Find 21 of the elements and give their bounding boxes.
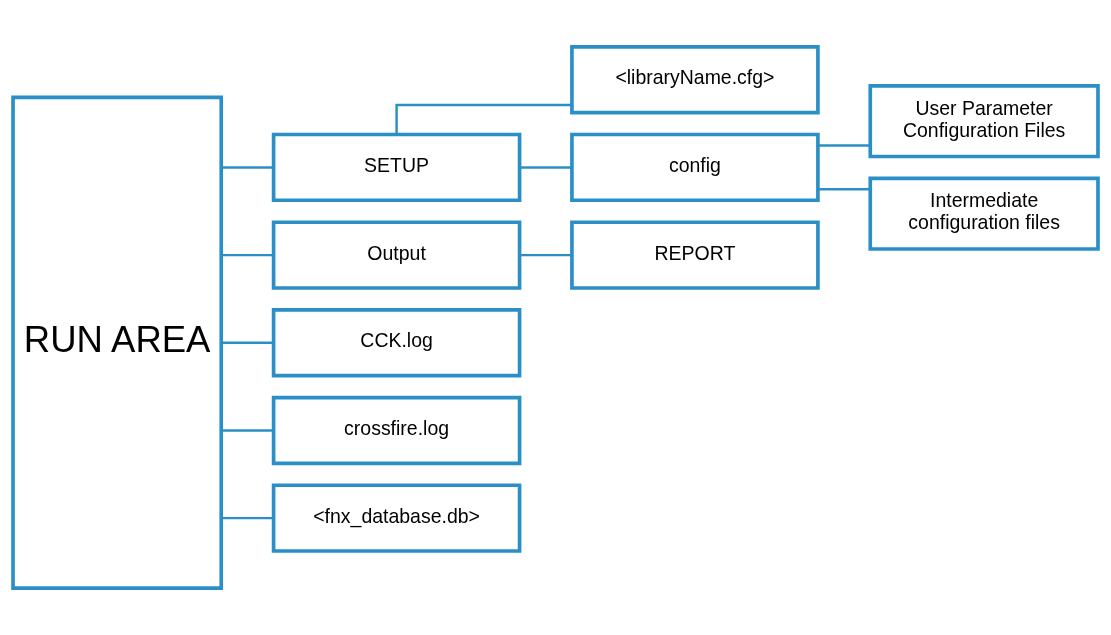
connector xyxy=(818,188,870,191)
node-box: Output xyxy=(271,220,522,290)
node-box: crossfire.log xyxy=(271,395,522,466)
node-box: config xyxy=(570,132,820,203)
connector xyxy=(519,166,572,169)
connector xyxy=(221,516,274,520)
node-box: <fnx_database.db> xyxy=(271,483,522,553)
node-box: SETUP xyxy=(271,132,522,203)
node-box: User Parameter Configuration Files xyxy=(868,84,1100,159)
node-box: Intermediate configuration files xyxy=(868,176,1100,251)
connector xyxy=(395,103,572,135)
node-box: RUN AREA xyxy=(11,95,224,590)
connector xyxy=(818,144,870,147)
connector xyxy=(221,253,274,257)
node-box: <libraryName.cfg> xyxy=(570,45,820,115)
node-box: CCK.log xyxy=(271,308,522,378)
connector xyxy=(519,253,572,257)
connector xyxy=(221,429,274,432)
node-box: REPORT xyxy=(570,220,820,290)
connector xyxy=(221,341,274,344)
connector xyxy=(221,166,274,169)
